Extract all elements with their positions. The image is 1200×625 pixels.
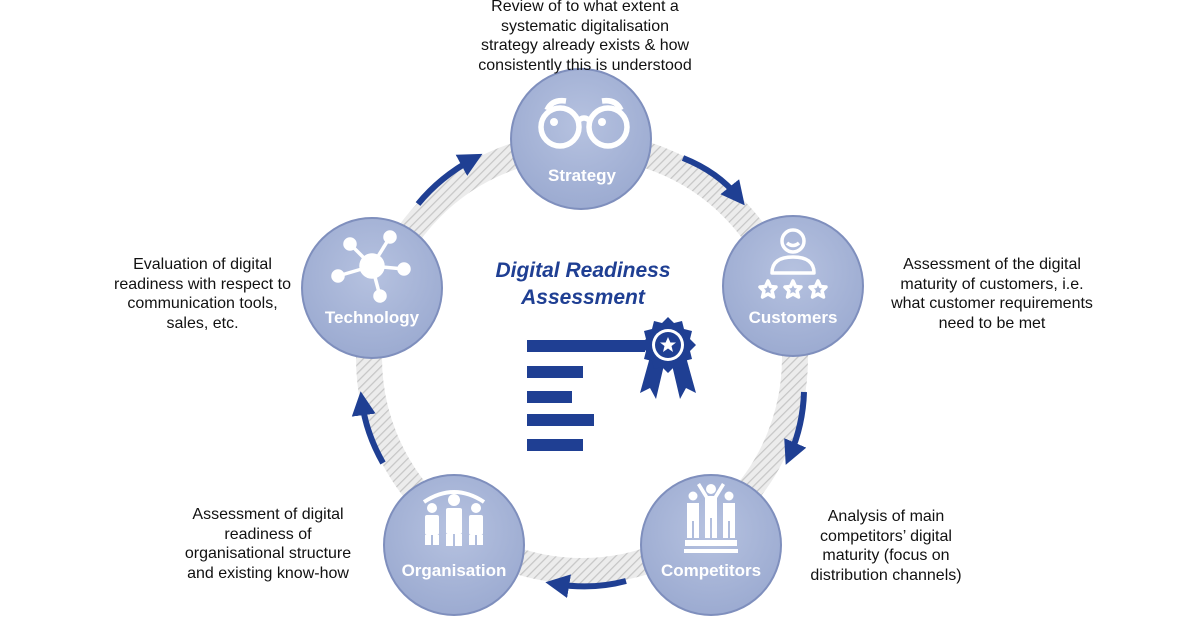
- description-customers-line: maturity of customers, i.e.: [900, 275, 1084, 293]
- node-competitors: Competitors: [640, 474, 782, 616]
- node-label-strategy: Strategy: [548, 166, 617, 185]
- arrow-strategy-to-customers: [681, 155, 745, 206]
- diagram-title-line-1: Digital Readiness: [495, 259, 670, 282]
- arrow-organisation-to-technology: [351, 391, 386, 465]
- node-strategy: Strategy: [510, 68, 652, 210]
- description-strategy-line: consistently this is understood: [478, 56, 692, 74]
- description-customers-line: what customer requirements: [891, 295, 1093, 312]
- team-icon: [422, 490, 486, 546]
- network-hub-icon: [331, 230, 411, 303]
- description-technology: Evaluation of digital readiness with res…: [90, 255, 315, 333]
- description-organisation-line: readiness of: [224, 525, 312, 543]
- cycle-arrows: [351, 153, 807, 599]
- description-customers-line: Assessment of the digital: [903, 256, 1081, 273]
- arrow-customers-to-competitors: [784, 391, 807, 465]
- description-customers-line: need to be met: [938, 314, 1046, 332]
- node-technology: Technology: [301, 217, 443, 359]
- binoculars-lens-highlight: [550, 118, 606, 126]
- podium-icon: [684, 483, 738, 553]
- binoculars-icon: [538, 97, 630, 149]
- award-ribbon-icon: [640, 317, 696, 399]
- arrow-technology-to-strategy: [415, 153, 483, 206]
- description-technology-line: Evaluation of digital: [133, 256, 272, 273]
- description-competitors-line: maturity (focus on: [822, 547, 950, 564]
- description-technology-line: communication tools,: [127, 295, 278, 312]
- arrow-competitors-to-organisation: [545, 574, 627, 599]
- description-strategy-line: strategy already exists & how: [480, 37, 690, 54]
- description-competitors: Analysis of main competitors’ digital ma…: [786, 507, 986, 585]
- description-organisation-line: Assessment of digital: [192, 506, 344, 523]
- node-label-organisation: Organisation: [402, 561, 507, 580]
- description-competitors-line: distribution channels): [810, 566, 962, 584]
- bar-chart-icon: [527, 340, 645, 451]
- node-label-competitors: Competitors: [661, 561, 761, 580]
- node-label-technology: Technology: [325, 308, 420, 327]
- node-organisation: Organisation: [383, 474, 525, 616]
- node-label-customers: Customers: [749, 308, 838, 327]
- node-customers: Customers: [722, 215, 864, 357]
- description-organisation-line: organisational structure: [184, 545, 352, 562]
- description-organisation: Assessment of digital readiness of organ…: [158, 505, 378, 583]
- description-organisation-line: and existing know-how: [187, 564, 349, 582]
- description-strategy-line: Review of to what extent a: [491, 0, 679, 15]
- description-strategy: Review of to what extent a systematic di…: [445, 0, 725, 75]
- description-technology-line: readiness with respect to: [114, 275, 291, 293]
- diagram-title-line-2: Assessment: [520, 286, 646, 309]
- description-technology-line: sales, etc.: [166, 314, 239, 332]
- customer-rating-icon: [758, 228, 828, 299]
- description-competitors-line: Analysis of main: [827, 508, 945, 525]
- description-strategy-line: systematic digitalisation: [500, 17, 670, 35]
- description-competitors-line: competitors’ digital: [820, 527, 952, 545]
- description-customers: Assessment of the digital maturity of cu…: [862, 255, 1122, 333]
